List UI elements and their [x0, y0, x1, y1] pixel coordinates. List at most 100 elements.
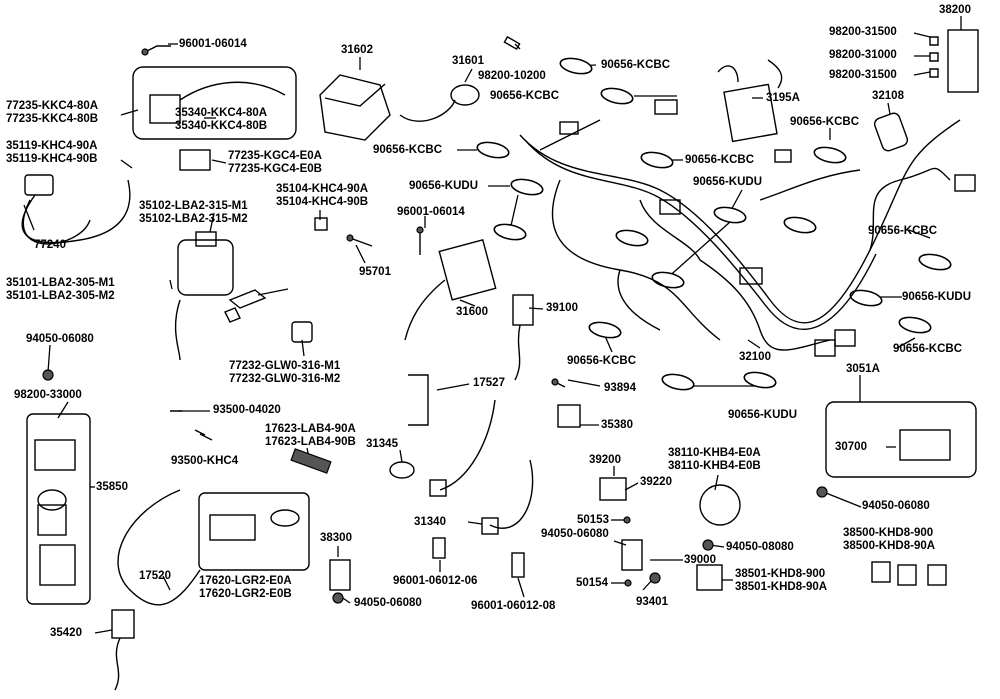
part-number-line: 90656-KUDU	[409, 180, 479, 192]
part-label-p49: 39200	[589, 454, 621, 467]
part-number-line: 98200-31500	[829, 26, 897, 38]
part-label-p26: 90656-KCBC	[868, 225, 937, 238]
part-number-line: 35340-KKC4-80A	[175, 107, 268, 119]
part-number-line: 38500-KHD8-90A	[843, 540, 936, 552]
part-number-line: 77235-KKC4-80A	[6, 100, 99, 112]
part-number-line: 17527	[473, 377, 505, 389]
part-number-line: 77235-KKC4-80B	[6, 113, 99, 125]
part-number-line: 39220	[640, 476, 672, 488]
part-label-p54: 50153	[577, 514, 609, 527]
part-number-line: 38500-KHD8-900	[843, 527, 934, 539]
kit-box-35340	[132, 66, 297, 140]
part-label-p48: 35850	[96, 481, 128, 494]
part-label-p18: 90656-KCBC	[373, 144, 442, 157]
part-number-line: 39100	[546, 302, 578, 314]
clamp-rings	[476, 57, 952, 391]
part-label-p11: 98200-31500	[829, 69, 897, 82]
part-label-p42: 93500-04020	[213, 404, 281, 417]
part-number-line: 35340-KKC4-80B	[175, 120, 268, 132]
part-number-line: 94050-08080	[726, 541, 794, 553]
part-label-p46: 30700	[835, 441, 867, 454]
part-label-p53: 31340	[414, 516, 446, 529]
part-label-p52: 94050-06080	[862, 500, 930, 513]
part-number-line: 98200-33000	[14, 389, 82, 401]
part-label-p19: 90656-KCBC	[685, 154, 754, 167]
part-number-line: 30700	[835, 441, 867, 453]
part-label-p61: 96001-06012-06	[393, 575, 477, 588]
part-label-p51: 39220	[640, 476, 672, 489]
kit-box-17620	[198, 492, 310, 571]
part-label-p44: 31345	[366, 438, 398, 451]
part-label-p57: 94050-08080	[726, 541, 794, 554]
part-number-line: 31602	[341, 44, 373, 56]
part-number-line: 90656-KCBC	[567, 355, 637, 367]
part-number-line: 98200-10200	[478, 70, 546, 82]
part-number-line: 35101-LBA2-305-M1	[6, 277, 115, 289]
part-number-line: 3051A	[846, 363, 880, 375]
part-label-p31: 39100	[546, 302, 578, 315]
part-number-line: 39000	[684, 554, 716, 566]
part-number-line: 38200	[939, 4, 971, 16]
part-number-line: 94050-06080	[354, 597, 422, 609]
part-number-line: 90656-KUDU	[902, 291, 972, 303]
part-number-line: 35380	[601, 419, 633, 431]
part-label-p45: 35380	[601, 419, 633, 432]
part-label-p68: 35420	[50, 627, 82, 640]
part-label-p09: 98200-31500	[829, 26, 897, 39]
part-number-line: 90656-KCBC	[790, 116, 860, 128]
part-label-p30: 31600	[456, 306, 488, 319]
part-number-line: 93894	[604, 382, 636, 394]
part-number-line: 94050-06080	[862, 500, 930, 512]
part-number-line: 35850	[96, 481, 128, 493]
part-label-p32: 94050-06080	[26, 333, 94, 346]
part-number-line: 31340	[414, 516, 446, 528]
part-number-line: 31345	[366, 438, 398, 450]
part-number-line: 90656-KCBC	[490, 90, 560, 102]
part-number-line: 35119-KHC4-90B	[6, 153, 98, 165]
part-label-p38: 98200-33000	[14, 389, 82, 402]
part-label-p29: 90656-KUDU	[902, 291, 971, 304]
part-number-line: 90656-KCBC	[373, 144, 443, 156]
part-label-p58: 38300	[320, 532, 352, 545]
part-label-p08: 38200	[939, 4, 971, 17]
part-label-p21: 90656-KUDU	[693, 176, 762, 189]
part-number-line: 32108	[872, 90, 904, 102]
part-number-line: 95701	[359, 266, 391, 278]
part-label-p60: 17520	[139, 570, 171, 583]
part-number-line: 38300	[320, 532, 352, 544]
part-number-line: 35104-KHC4-90A	[276, 183, 369, 195]
part-number-line: 50154	[576, 577, 608, 589]
part-number-line: 90656-KCBC	[868, 225, 938, 237]
part-number-line: 90656-KUDU	[728, 409, 798, 421]
part-number-line: 35420	[50, 627, 82, 639]
part-number-line: 38110-KHB4-E0B	[668, 460, 761, 472]
part-label-p41: 90656-KUDU	[728, 409, 797, 422]
part-label-p02: 31602	[341, 44, 373, 57]
part-label-p34: 90656-KCBC	[567, 355, 636, 368]
part-number-line: 35102-LBA2-315-M1	[139, 200, 248, 212]
part-number-line: 35102-LBA2-315-M2	[139, 213, 248, 225]
part-label-p62: 96001-06012-08	[471, 600, 555, 613]
kit-box-35850	[26, 413, 91, 605]
part-label-p67: 93401	[636, 596, 668, 609]
part-number-line: 3195A	[766, 92, 800, 104]
part-number-line: 17620-LGR2-E0B	[199, 588, 292, 600]
part-label-p25: 77240	[34, 239, 66, 252]
part-number-line: 90656-KCBC	[893, 343, 963, 355]
part-number-line: 17623-LAB4-90B	[265, 436, 356, 448]
part-label-p35: 90656-KCBC	[893, 343, 962, 356]
part-label-p04: 98200-10200	[478, 70, 546, 83]
part-number-line: 17623-LAB4-90A	[265, 423, 356, 435]
part-number-line: 93500-KHC4	[171, 455, 239, 467]
part-label-p12: 32108	[872, 90, 904, 103]
part-number-line: 31601	[452, 55, 484, 67]
